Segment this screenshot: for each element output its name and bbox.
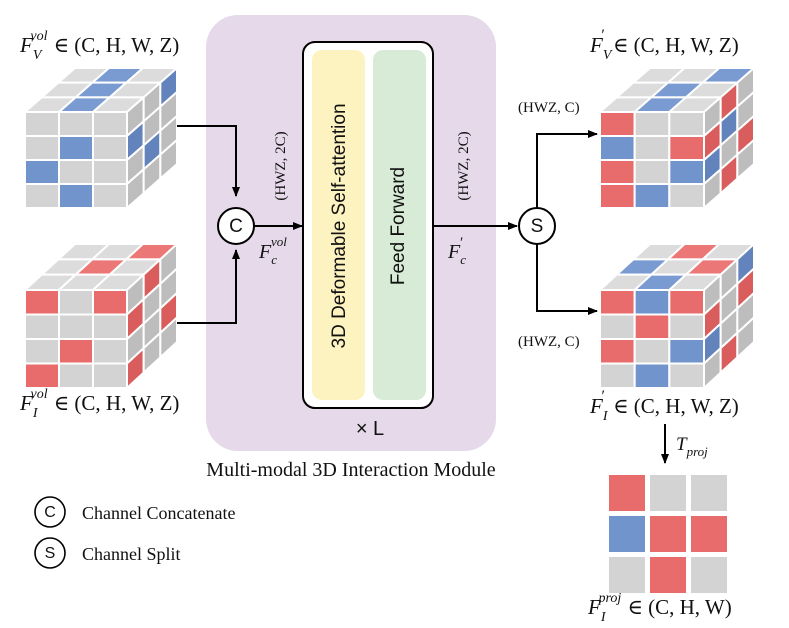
concat-operator-glyph: C — [229, 216, 243, 237]
cube-front-cell — [24, 313, 60, 340]
legend-split: S Channel Split — [34, 537, 181, 569]
cube-front-cell — [599, 111, 636, 137]
concat-output-shape: (HWZ, 2C) — [273, 131, 289, 200]
projected-grid-cell — [650, 516, 686, 552]
image-input-label: FIvol∈ (C, H, W, Z) — [19, 387, 179, 421]
cube-front-cell — [58, 362, 94, 389]
cube-front-cell — [58, 183, 94, 209]
projected-grid-cell — [691, 557, 727, 593]
legend-concat-symbol — [34, 496, 66, 528]
cube-front-cell — [633, 362, 671, 389]
cube-front-cell — [633, 183, 671, 209]
image-input-volume — [22, 241, 180, 391]
legend-split-symbol — [34, 537, 66, 569]
cube-front-cell — [92, 313, 128, 340]
split-to-image-arrow — [536, 244, 598, 315]
cube-front-cell — [599, 289, 636, 316]
module-title: Multi-modal 3D Interaction Module — [206, 459, 496, 481]
cube-front-cell — [24, 338, 60, 365]
projected-grid-cell — [650, 475, 686, 511]
cube-front-cell — [92, 111, 128, 137]
cube-side-cell — [159, 137, 178, 181]
projected-output-label: FIproj∈ (C, H, W) — [587, 591, 732, 625]
visual-output-volume — [597, 65, 757, 211]
module-output-symbol: Fc′ — [447, 235, 466, 267]
projected-grid-cell — [691, 516, 727, 552]
cube-front-cell — [58, 313, 94, 340]
cube-front-cell — [599, 313, 636, 340]
cube-front-cell — [24, 159, 60, 185]
visual-input-volume — [22, 65, 180, 211]
legend-concat-glyph: C — [44, 504, 56, 521]
cube-front-cell — [633, 313, 671, 340]
projected-grid-cell — [609, 557, 645, 593]
cube-front-cell — [58, 289, 94, 316]
cube-front-cell — [633, 338, 671, 365]
cube-front-cell — [92, 289, 128, 316]
cube-front-cell — [24, 289, 60, 316]
image-to-concat-arrow — [177, 249, 240, 324]
cube-front-cell — [58, 338, 94, 365]
cube-front-cell — [668, 183, 705, 209]
image-output-volume — [597, 241, 757, 391]
visual-output-label: FV′∈ (C, H, W, Z) — [589, 27, 739, 63]
cube-front-cell — [599, 362, 636, 389]
cube-front-cell — [668, 111, 705, 137]
cube-front-cell — [668, 338, 705, 365]
cube-side-cell — [736, 315, 755, 360]
ffn-block — [373, 50, 426, 400]
cube-front-cell — [633, 159, 671, 185]
legend-concat: C Channel Concatenate — [34, 496, 235, 528]
cube-side-cell — [159, 315, 178, 360]
projected-grid-cell — [650, 557, 686, 593]
cube-front-cell — [668, 362, 705, 389]
legend-concat-label: Channel Concatenate — [82, 503, 235, 523]
concat-output-symbol: Fcvol — [258, 234, 287, 267]
cube-front-cell — [633, 135, 671, 161]
legend-split-glyph: S — [45, 545, 56, 562]
attention-label: 3D Deformable Self-attention — [329, 103, 350, 348]
projected-grid-cell — [609, 516, 645, 552]
cube-front-cell — [24, 362, 60, 389]
cube-front-cell — [92, 338, 128, 365]
repeat-label: × L — [356, 418, 384, 440]
cube-front-cell — [633, 289, 671, 316]
split-operator-glyph: S — [531, 216, 544, 237]
split-top-shape: (HWZ, C) — [518, 100, 580, 116]
cube-front-cell — [24, 183, 60, 209]
projected-grid-cell — [691, 475, 727, 511]
projection-symbol: Tproj — [676, 434, 708, 459]
cube-front-cell — [599, 338, 636, 365]
visual-to-concat-arrow — [177, 125, 240, 197]
cube-front-cell — [599, 135, 636, 161]
module-output-shape: (HWZ, 2C) — [456, 131, 472, 200]
cube-side-cell — [736, 137, 755, 181]
cube-front-cell — [668, 159, 705, 185]
split-to-visual-arrow — [536, 130, 598, 208]
legend-split-label: Channel Split — [82, 544, 181, 564]
cube-front-cell — [92, 183, 128, 209]
cube-front-cell — [58, 159, 94, 185]
cube-front-cell — [58, 111, 94, 137]
cube-front-cell — [24, 135, 60, 161]
cube-front-cell — [58, 135, 94, 161]
ffn-label: Feed Forward — [388, 167, 409, 285]
cube-front-cell — [668, 313, 705, 340]
split-bottom-shape: (HWZ, C) — [518, 334, 580, 350]
attention-block — [312, 50, 365, 400]
projected-grid-cell — [609, 475, 645, 511]
visual-input-label: FVvol∈ (C, H, W, Z) — [19, 29, 179, 63]
projected-image-feature-grid — [609, 475, 727, 593]
cube-front-cell — [599, 183, 636, 209]
image-output-label: FI′∈ (C, H, W, Z) — [589, 388, 739, 424]
cube-front-cell — [668, 135, 705, 161]
cube-front-cell — [92, 135, 128, 161]
cube-front-cell — [92, 362, 128, 389]
cube-front-cell — [24, 111, 60, 137]
cube-front-cell — [668, 289, 705, 316]
cube-front-cell — [599, 159, 636, 185]
cube-front-cell — [92, 159, 128, 185]
cube-front-cell — [633, 111, 671, 137]
